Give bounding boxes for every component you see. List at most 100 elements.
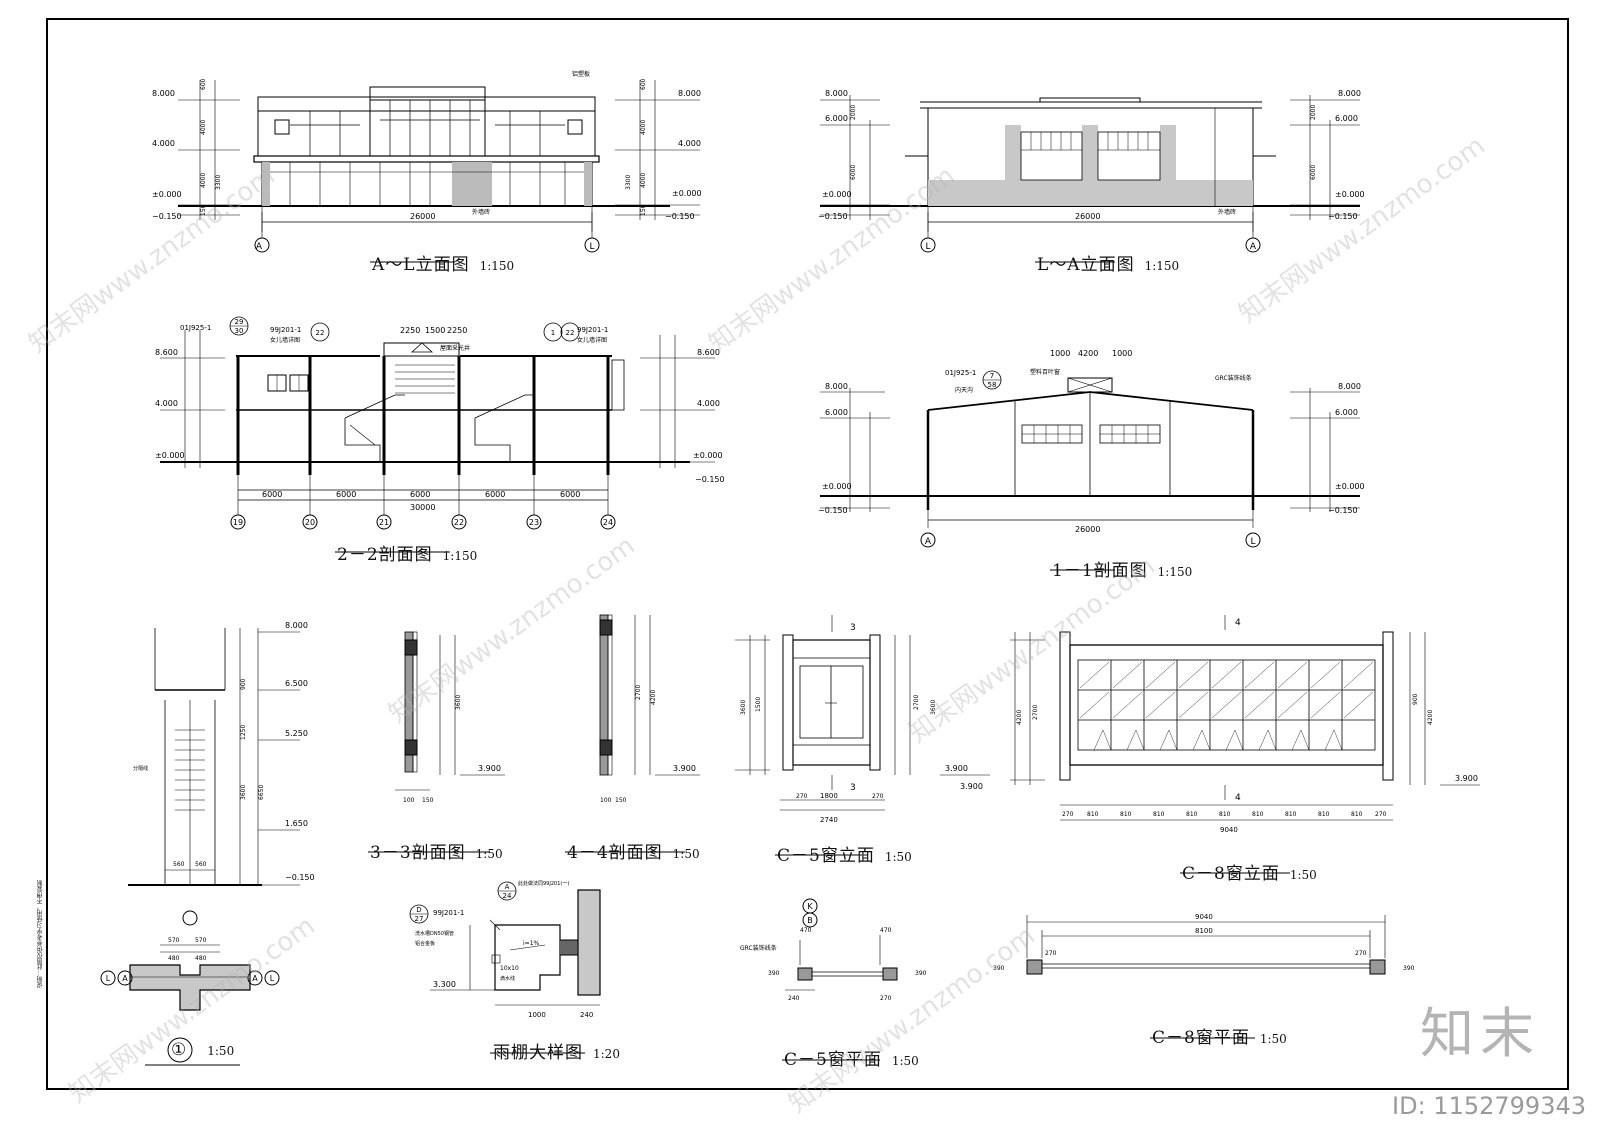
level-minus-150: −0.150: [818, 212, 848, 221]
dim-150: 150: [640, 204, 647, 216]
callout-29: 29: [235, 318, 244, 326]
note-drip-line: 滴水线: [500, 975, 515, 982]
section-mark-3: 3: [850, 623, 856, 633]
axis-a: A: [122, 974, 128, 983]
axis-a: A: [252, 974, 258, 983]
dim-810: 810: [1285, 811, 1297, 818]
level-0: ±0.000: [822, 190, 852, 199]
callout-1: 1: [551, 329, 555, 337]
dim-30000: 30000: [410, 503, 435, 512]
level-8000: 8.000: [825, 382, 848, 391]
level-minus-150: −0.150: [152, 212, 182, 221]
callout-27: 27: [415, 915, 424, 923]
dim-100: 100: [403, 797, 415, 804]
ref-01j925-1: 01J925-1: [180, 324, 211, 332]
axis-a: A: [925, 537, 932, 547]
ref-01j925-1: 01J925-1: [945, 369, 976, 377]
dim-8100: 8100: [1195, 927, 1213, 935]
dim-2250: 2250: [400, 326, 420, 335]
dim-150: 150: [615, 797, 627, 804]
level-minus-150: −0.150: [1328, 506, 1358, 515]
dim-4200: 4200: [1427, 710, 1434, 725]
dim-4000: 4000: [640, 120, 647, 135]
level-3900: 3.900: [478, 764, 501, 773]
dim-600: 600: [640, 78, 647, 90]
dim-560: 560: [195, 861, 207, 868]
drawing-name: C－8窗立面: [1182, 864, 1280, 884]
dim-2700: 2700: [635, 685, 642, 700]
callout-24: 24: [503, 892, 512, 900]
canopy-detail: [409, 881, 601, 1054]
level-6000: 6.000: [825, 114, 848, 123]
callout-22: 22: [316, 329, 325, 337]
drawing-name: L～A立面图: [1037, 255, 1135, 275]
dim-6000: 6000: [410, 490, 430, 499]
dim-480: 480: [168, 955, 180, 962]
dim-26000: 26000: [1075, 525, 1100, 534]
watermark-logo: 知末: [1420, 1002, 1540, 1065]
drawing-scale: 1:50: [207, 1044, 235, 1058]
dim-470: 470: [880, 927, 892, 934]
section-mark-4: 4: [1235, 793, 1241, 803]
dim-270: 270: [1355, 950, 1367, 957]
dim-900: 900: [1412, 693, 1419, 705]
level-0: ±0.000: [693, 451, 723, 460]
dim-4200: 4200: [1078, 349, 1098, 358]
title-window-c8-elevation: C－8窗立面 1:50: [1182, 859, 1317, 884]
dim-390: 390: [993, 965, 1005, 972]
dim-3300: 3300: [625, 175, 632, 190]
axis-l: L: [1250, 537, 1255, 547]
level-minus-150: −0.150: [285, 873, 315, 882]
drawing-scale: 1:50: [475, 847, 503, 861]
drawing-name: 1－1剖面图: [1052, 561, 1148, 581]
level-4000: 4.000: [152, 139, 175, 148]
level-4000: 4.000: [155, 399, 178, 408]
axis-a: A: [256, 242, 263, 252]
dim-470: 470: [800, 927, 812, 934]
level-6000: 6.000: [1335, 114, 1358, 123]
drawing-scale: 1:50: [891, 1054, 919, 1068]
dim-6000: 6000: [850, 165, 857, 180]
dim-390: 390: [1403, 965, 1415, 972]
level-6000: 6.000: [825, 408, 848, 417]
dim-1500: 1500: [425, 326, 445, 335]
dim-3600: 3600: [240, 785, 247, 800]
note-aluminum-panel: 铝塑板: [572, 70, 590, 78]
dim-4000: 4000: [200, 173, 207, 188]
dim-2000: 2000: [1310, 105, 1317, 120]
level-0: ±0.000: [152, 190, 182, 199]
window-c5-elevation: [735, 615, 990, 856]
level-minus-150: −0.150: [818, 506, 848, 515]
callout-58: 58: [988, 381, 997, 389]
level-0: ±0.000: [672, 189, 702, 198]
note-slope: i=1%: [523, 940, 540, 947]
dim-6000: 6000: [336, 490, 356, 499]
axis-l: L: [925, 242, 930, 252]
note-divider: 分隔线: [133, 765, 148, 772]
elevation-l-a: [820, 95, 1360, 263]
level-3900: 3.900: [960, 782, 983, 791]
dim-6000: 6000: [262, 490, 282, 499]
note-roof-skylight: 屋面采光井: [440, 344, 470, 352]
note-inner-gutter: 内天沟: [955, 386, 973, 394]
drawing-scale: 1:50: [672, 847, 700, 861]
dim-240: 240: [580, 1011, 593, 1019]
callout-d: D: [416, 906, 421, 914]
axis-22: 22: [454, 518, 464, 527]
callout-30: 30: [235, 327, 244, 335]
drawing-name: 3－3剖面图: [370, 843, 466, 863]
callout-22: 22: [566, 329, 575, 337]
level-3900: 3.900: [673, 764, 696, 773]
level-0: ±0.000: [822, 482, 852, 491]
dim-1000: 1000: [1112, 349, 1132, 358]
level-5250: 5.250: [285, 729, 308, 738]
dim-2250: 2250: [447, 326, 467, 335]
axis-24: 24: [603, 518, 613, 527]
drawing-scale: 1:50: [1289, 868, 1317, 882]
dim-270: 270: [1045, 950, 1057, 957]
dim-1250: 1250: [240, 725, 247, 740]
dim-3600: 3600: [930, 700, 937, 715]
